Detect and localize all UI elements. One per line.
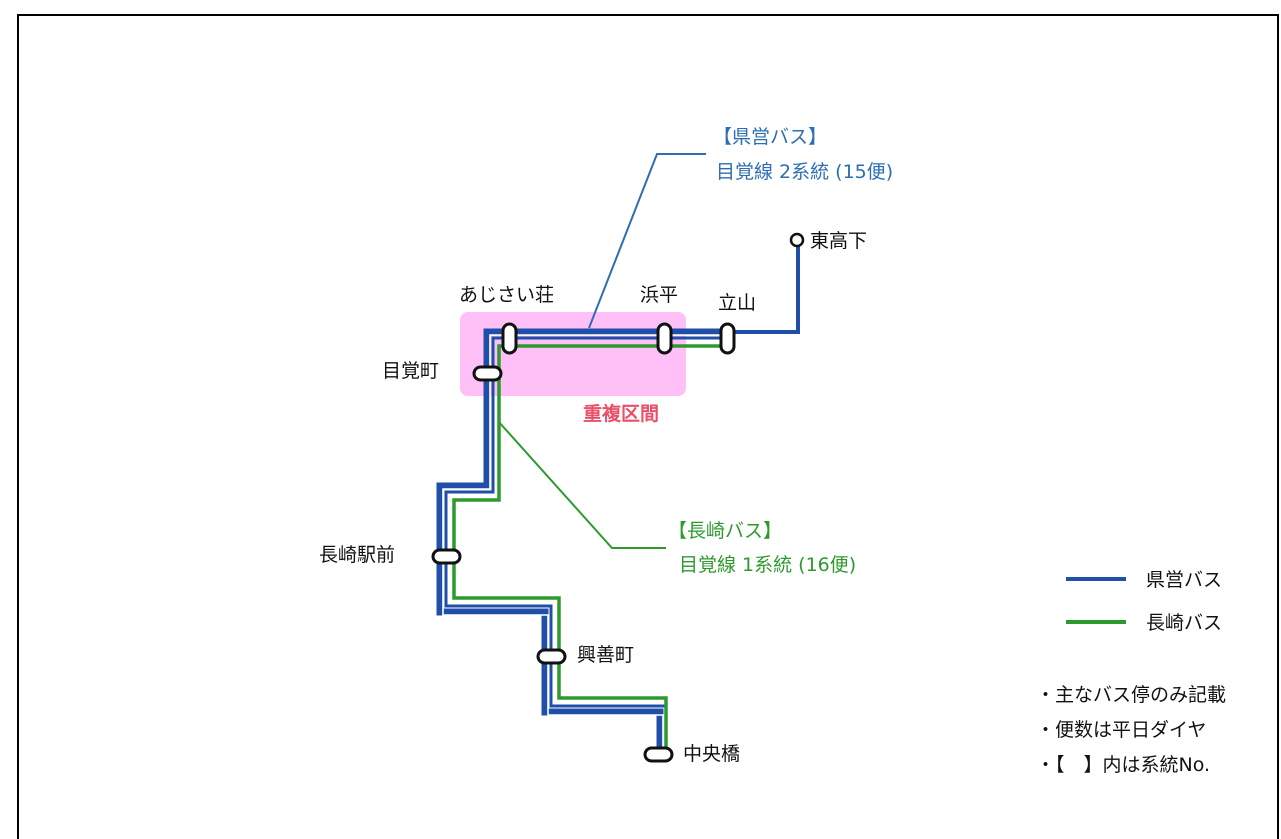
stop-marker-nagasaki-ekimae <box>431 548 462 565</box>
nagasaki-route-line <box>452 344 728 750</box>
overlap-section-label: 重複区間 <box>583 402 659 425</box>
stop-marker-tateyama <box>719 322 736 355</box>
kenei-callout-company: 【県営バス】 <box>713 126 827 148</box>
stop-marker-hamahira <box>656 322 673 355</box>
nagasaki-callout-company: 【長崎バス】 <box>668 520 782 542</box>
stop-label-higashitakashita: 東高下 <box>810 230 867 252</box>
stop-marker-chuobashi <box>643 746 674 763</box>
stop-label-ajisaiso: あじさい荘 <box>459 284 554 306</box>
kenei-route-line <box>436 328 731 753</box>
stop-label-nagasaki-ekimae: 長崎駅前 <box>319 544 395 566</box>
kenei-callout-leader <box>588 153 706 329</box>
note-line-3: ・【 】内は系統No. <box>1036 754 1210 776</box>
kenei-route-line-inner <box>444 336 728 750</box>
stop-label-mezamecho: 目覚町 <box>382 360 439 382</box>
nagasaki-callout-route: 目覚線 1系統 (16便) <box>679 554 856 576</box>
note-line-2: ・便数は平日ダイヤ <box>1036 719 1206 741</box>
stop-label-kozencho: 興善町 <box>577 644 634 666</box>
stop-marker-mezamecho <box>472 365 503 382</box>
stop-marker-ajisaiso <box>501 322 518 355</box>
stop-label-tateyama: 立山 <box>718 292 756 314</box>
stop-label-hamahira: 浜平 <box>640 284 678 306</box>
diagram-frame <box>17 14 1279 839</box>
kenei-callout-route: 目覚線 2系統 (15便) <box>716 161 893 183</box>
stop-marker-higashitakashita <box>789 232 805 248</box>
legend-label-kenei: 県営バス <box>1146 569 1222 591</box>
legend-label-nagasaki: 長崎バス <box>1146 612 1222 634</box>
stop-label-chuobashi: 中央橋 <box>683 743 740 765</box>
stop-marker-kozencho <box>536 648 567 665</box>
kenei-route-line-upper <box>728 244 800 334</box>
nagasaki-callout-leader <box>497 420 666 549</box>
note-line-1: ・主なバス停のみ記載 <box>1036 684 1226 706</box>
